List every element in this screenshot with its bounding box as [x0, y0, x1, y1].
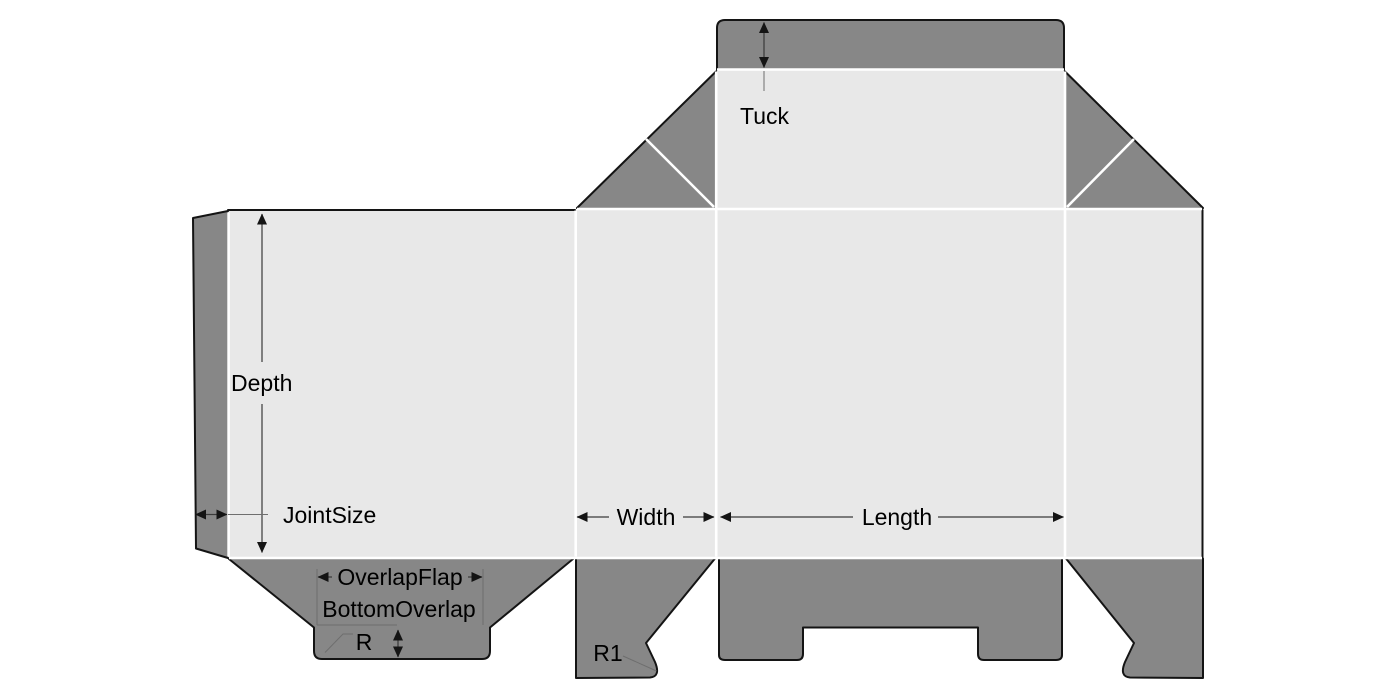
bottom-flap-length-panel	[719, 559, 1062, 660]
bottom-overlap-flap-cut	[228, 558, 574, 660]
tuck-top-panel	[716, 70, 1065, 210]
tuck-label: Tuck	[740, 103, 789, 129]
bottom-flap-right-panel	[1066, 559, 1203, 678]
jointsize-label: JointSize	[283, 502, 376, 528]
width-label: Width	[617, 504, 676, 530]
joint-glue-strip	[193, 211, 228, 558]
r1-label: R1	[593, 640, 622, 666]
tuck-flap-cut	[716, 19, 1065, 71]
tuck-flap	[717, 20, 1064, 70]
length-label: Length	[862, 504, 932, 530]
r1-leader-line	[622, 655, 657, 672]
bottomoverlap-label: BottomOverlap	[322, 596, 475, 622]
bottom-flap-right-cut	[1065, 557, 1204, 679]
overlapflap-label: OverlapFlap	[337, 564, 462, 590]
dust-flap-left-slit	[645, 138, 715, 208]
joint-strip-cut	[192, 210, 229, 559]
r-label: R	[356, 629, 373, 655]
bottom-flap-width-cut	[575, 557, 716, 679]
crease-lines	[227, 68, 1202, 560]
depth-label: Depth	[231, 370, 292, 396]
r-leader-line	[324, 633, 353, 653]
dimensions: Tuck Depth JointSize Width Length Overla…	[195, 22, 1064, 672]
bottom-flap-length-cut	[718, 557, 1063, 661]
bottom-flap-width-panel	[576, 559, 715, 678]
dust-flap-right-slit	[1066, 138, 1135, 208]
